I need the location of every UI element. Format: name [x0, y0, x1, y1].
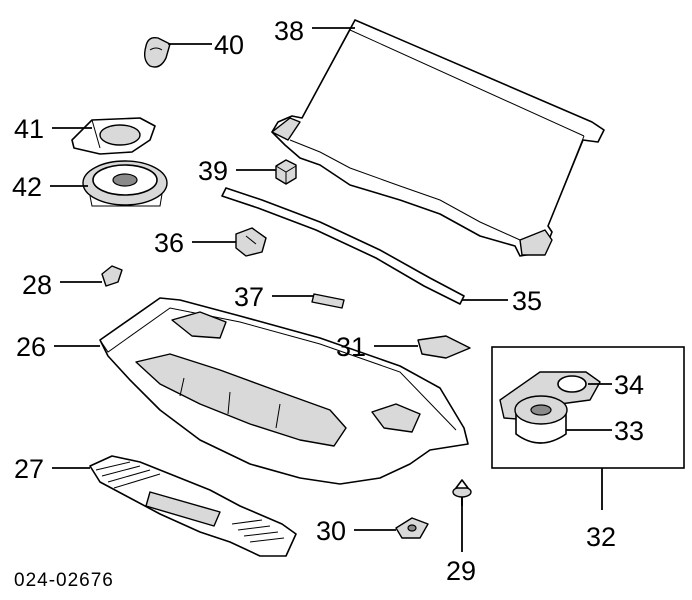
callout-37: 37 [234, 282, 264, 312]
callout-29: 29 [446, 556, 476, 586]
callout-40: 40 [214, 30, 244, 60]
callout-32: 32 [586, 522, 616, 552]
part-41-speaker-cover[interactable] [71, 117, 156, 155]
callout-27: 27 [14, 454, 44, 484]
callout-28: 28 [22, 270, 52, 300]
part-31-pad[interactable] [417, 335, 471, 359]
part-29-screw[interactable] [452, 479, 472, 506]
callout-42: 42 [12, 172, 42, 202]
part-33-speaker[interactable] [514, 395, 568, 444]
callout-30: 30 [316, 516, 346, 546]
part-38-sunblind[interactable] [271, 19, 605, 257]
callout-39: 39 [198, 156, 228, 186]
document-number: 024-02676 [14, 570, 114, 591]
part-30-nut-plate[interactable] [395, 517, 429, 539]
part-35-seal-strip[interactable] [221, 187, 465, 305]
part-37-pad[interactable] [311, 293, 345, 309]
callout-33: 33 [614, 416, 644, 446]
part-28-clip[interactable] [101, 265, 123, 287]
part-39-nut[interactable] [275, 159, 297, 185]
part-32-speaker-assembly-box [491, 346, 685, 469]
part-36-clip[interactable] [235, 227, 267, 257]
part-26-parcel-shelf[interactable] [99, 297, 469, 485]
part-40-clip[interactable] [143, 36, 171, 68]
callout-41: 41 [14, 114, 44, 144]
callout-26: 26 [16, 332, 46, 362]
callout-38: 38 [274, 16, 304, 46]
part-42-speaker[interactable] [82, 160, 168, 207]
callout-35: 35 [512, 286, 542, 316]
callout-36: 36 [154, 228, 184, 258]
callout-34: 34 [614, 370, 644, 400]
part-27-trim[interactable] [89, 455, 297, 557]
callout-31: 31 [336, 332, 366, 362]
